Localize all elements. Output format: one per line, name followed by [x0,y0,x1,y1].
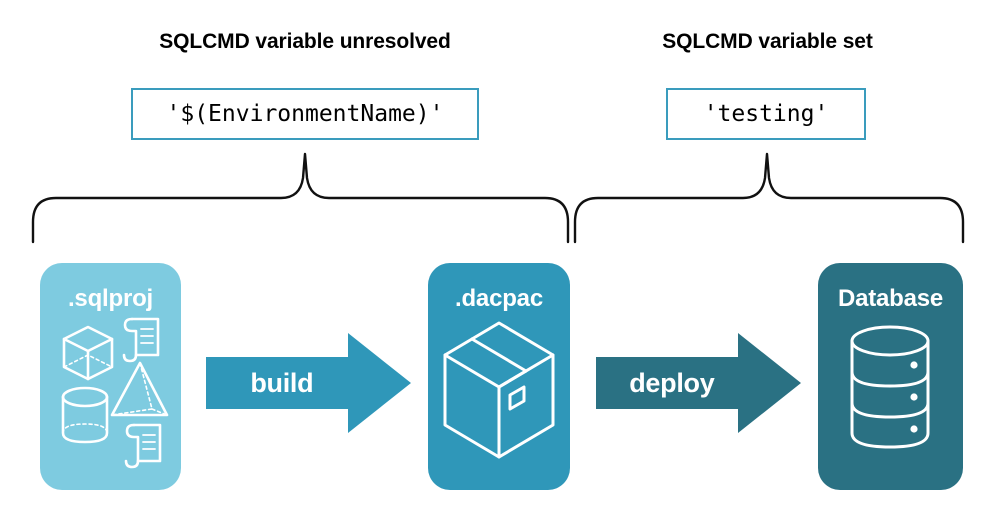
stage-label-dacpac: .dacpac [455,285,543,312]
stage-box-sqlproj: .sqlproj [40,263,181,490]
code-box-set-value: 'testing' [666,88,866,140]
cylinder-icon [61,386,109,444]
arrow-build-shape [206,333,411,433]
arrow-build: build [206,333,411,433]
stage-label-sqlproj: .sqlproj [67,285,154,312]
stage-label-database: Database [837,285,944,312]
brace-set [573,152,965,244]
database-cylinder-icon [818,309,963,489]
scroll-icon [124,423,162,469]
brace-unresolved [31,152,570,244]
project-artifacts-icon [40,309,181,489]
arrow-deploy-shape [596,333,801,433]
stage-box-database: Database [818,263,963,490]
package-box-icon [428,309,570,489]
code-box-unresolved-value: '$(EnvironmentName)' [131,88,479,140]
cube-icon [62,325,114,381]
stage-box-dacpac: .dacpac [428,263,570,490]
scroll-icon [122,317,160,363]
arrow-deploy: deploy [596,333,801,433]
pyramid-icon [110,361,169,417]
section-heading-unresolved: SQLCMD variable unresolved [159,30,451,53]
section-heading-set: SQLCMD variable set [662,30,873,53]
